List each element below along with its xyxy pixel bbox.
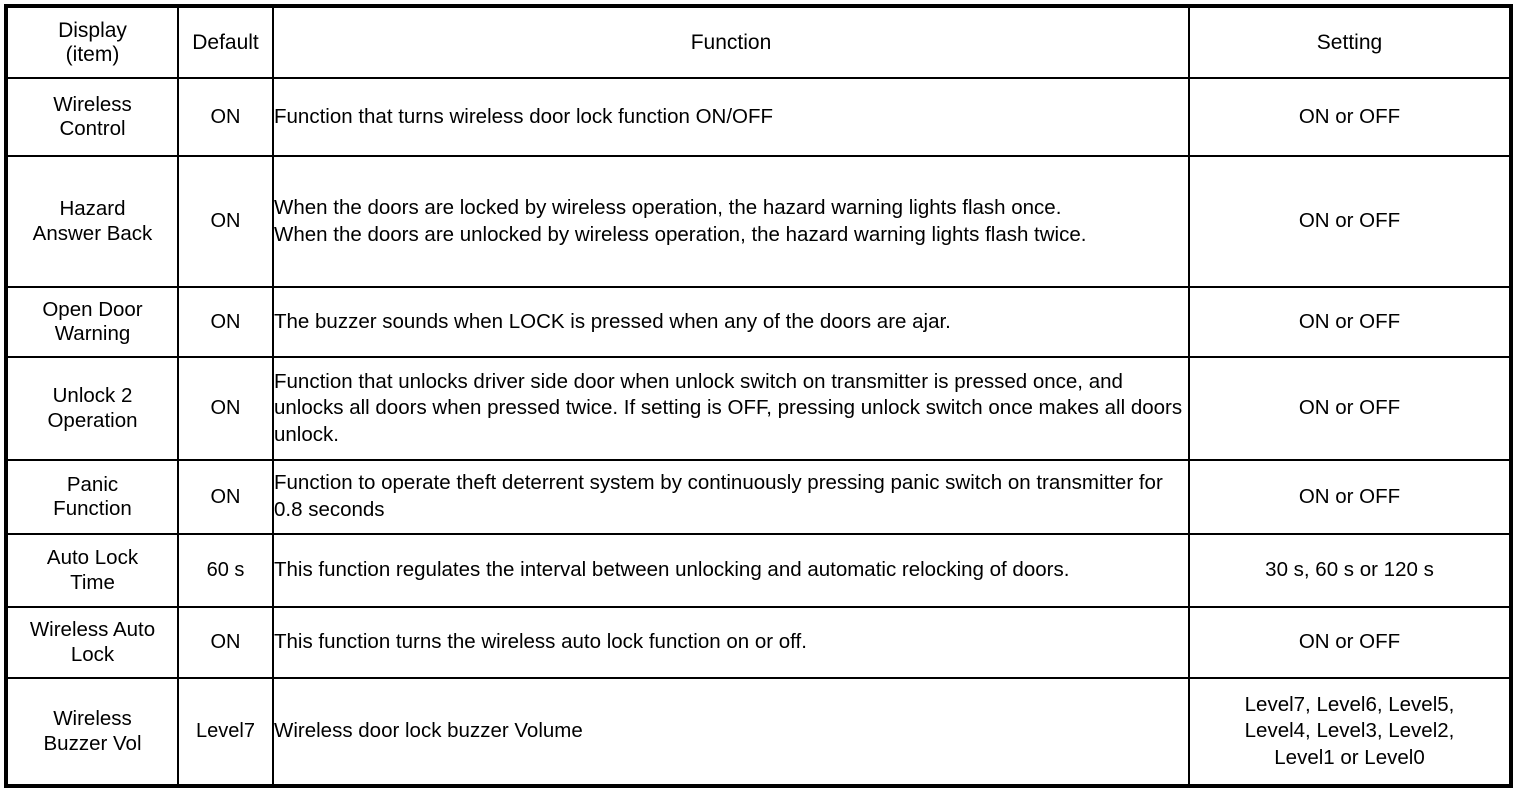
display-item-line2: Warning (54, 322, 131, 345)
function-description-line: When the doors are unlocked by wireless … (274, 222, 1087, 246)
display-item-line2: Control (59, 117, 126, 140)
cell-setting-options: ON or OFF (1188, 356, 1512, 461)
cell-function-description: Function that unlocks driver side door w… (272, 356, 1190, 461)
column-header-setting: Setting (1188, 5, 1512, 79)
cell-default-value: ON (177, 286, 274, 358)
display-item-line1: Hazard (59, 197, 126, 221)
cell-default-value: ON (177, 356, 274, 461)
cell-setting-options: ON or OFF (1188, 286, 1512, 358)
display-item-line2: Time (70, 570, 115, 594)
setting-option-line: 30 s, 60 s or 120 s (1265, 558, 1434, 582)
display-item-line1: Panic (66, 472, 119, 496)
function-description-line: When the doors are locked by wireless op… (274, 195, 1062, 219)
setting-option-line: ON or OFF (1298, 209, 1401, 233)
display-item-line1: Wireless Auto (29, 618, 156, 642)
cell-default-value: ON (177, 606, 274, 679)
setting-option-line: ON or OFF (1298, 396, 1401, 420)
function-description-line: Function that turns wireless door lock f… (274, 104, 774, 128)
display-item-line2: Operation (47, 408, 138, 432)
cell-function-description: This function regulates the interval bet… (272, 533, 1190, 608)
function-description-line: Function to operate theft deterrent syst… (274, 471, 1163, 521)
cell-function-description: The buzzer sounds when LOCK is pressed w… (272, 286, 1190, 358)
setting-option-line: Level1 or Level0 (1274, 745, 1425, 769)
cell-setting-options: ON or OFF (1188, 606, 1512, 679)
column-header-display-line2: (item) (65, 42, 120, 66)
function-description-line: This function regulates the interval bet… (274, 558, 1070, 582)
function-description-line: Function that unlocks driver side door w… (274, 369, 1183, 446)
setting-option-line: ON or OFF (1298, 104, 1401, 128)
display-item-line1: Auto Lock (46, 546, 139, 570)
display-item-line2: Answer Back (32, 221, 153, 245)
display-item-line1: Open Door (42, 297, 143, 321)
cell-default-value: Level7 (177, 677, 274, 787)
display-item-line2: Lock (70, 642, 115, 666)
cell-default-value: 60 s (177, 533, 274, 608)
function-description-line: Wireless door lock buzzer Volume (274, 719, 583, 743)
setting-option-line: Level7, Level6, Level5, (1244, 692, 1455, 716)
cell-function-description: Function to operate theft deterrent syst… (272, 459, 1190, 535)
function-description-line: This function turns the wireless auto lo… (274, 630, 807, 654)
setting-option-line: Level4, Level3, Level2, (1244, 719, 1455, 743)
cell-default-value: ON (177, 459, 274, 535)
display-item-line2: Function (53, 497, 132, 520)
table-header-row: Display (item) Default Function Setting (5, 5, 1512, 79)
cell-setting-options: ON or OFF (1188, 459, 1512, 535)
cell-setting-options: Level7, Level6, Level5, Level4, Level3, L… (1188, 677, 1512, 787)
cell-setting-options: ON or OFF (1188, 155, 1512, 288)
display-item-line1: Wireless (53, 707, 132, 731)
display-item-line1: Wireless (53, 92, 132, 116)
cell-default-value: ON (177, 77, 274, 157)
column-header-function: Function (272, 5, 1190, 79)
cell-function-description: Wireless door lock buzzer Volume (272, 677, 1190, 787)
cell-function-description: When the doors are locked by wireless op… (272, 155, 1190, 288)
display-item-line1: Unlock 2 (52, 384, 133, 408)
function-description-line: The buzzer sounds when LOCK is pressed w… (274, 309, 951, 333)
cell-function-description: This function turns the wireless auto lo… (272, 606, 1190, 679)
column-header-default: Default (177, 5, 274, 79)
column-header-display-line1: Display (58, 18, 127, 42)
setting-option-line: ON or OFF (1298, 484, 1401, 508)
cell-setting-options: 30 s, 60 s or 120 s (1188, 533, 1512, 608)
setting-option-line: ON or OFF (1298, 630, 1401, 654)
display-item-line2: Buzzer Vol (43, 731, 142, 755)
cell-default-value: ON (177, 155, 274, 288)
cell-setting-options: ON or OFF (1188, 77, 1512, 157)
column-header-display: Display (item) (5, 5, 179, 79)
cell-function-description: Function that turns wireless door lock f… (272, 77, 1190, 157)
setting-option-line: ON or OFF (1298, 309, 1401, 333)
table-header: Display (item) Default Function Setting (5, 5, 1512, 79)
wireless-door-lock-settings-table: Display (item) Default Function Setting … (4, 4, 1513, 788)
